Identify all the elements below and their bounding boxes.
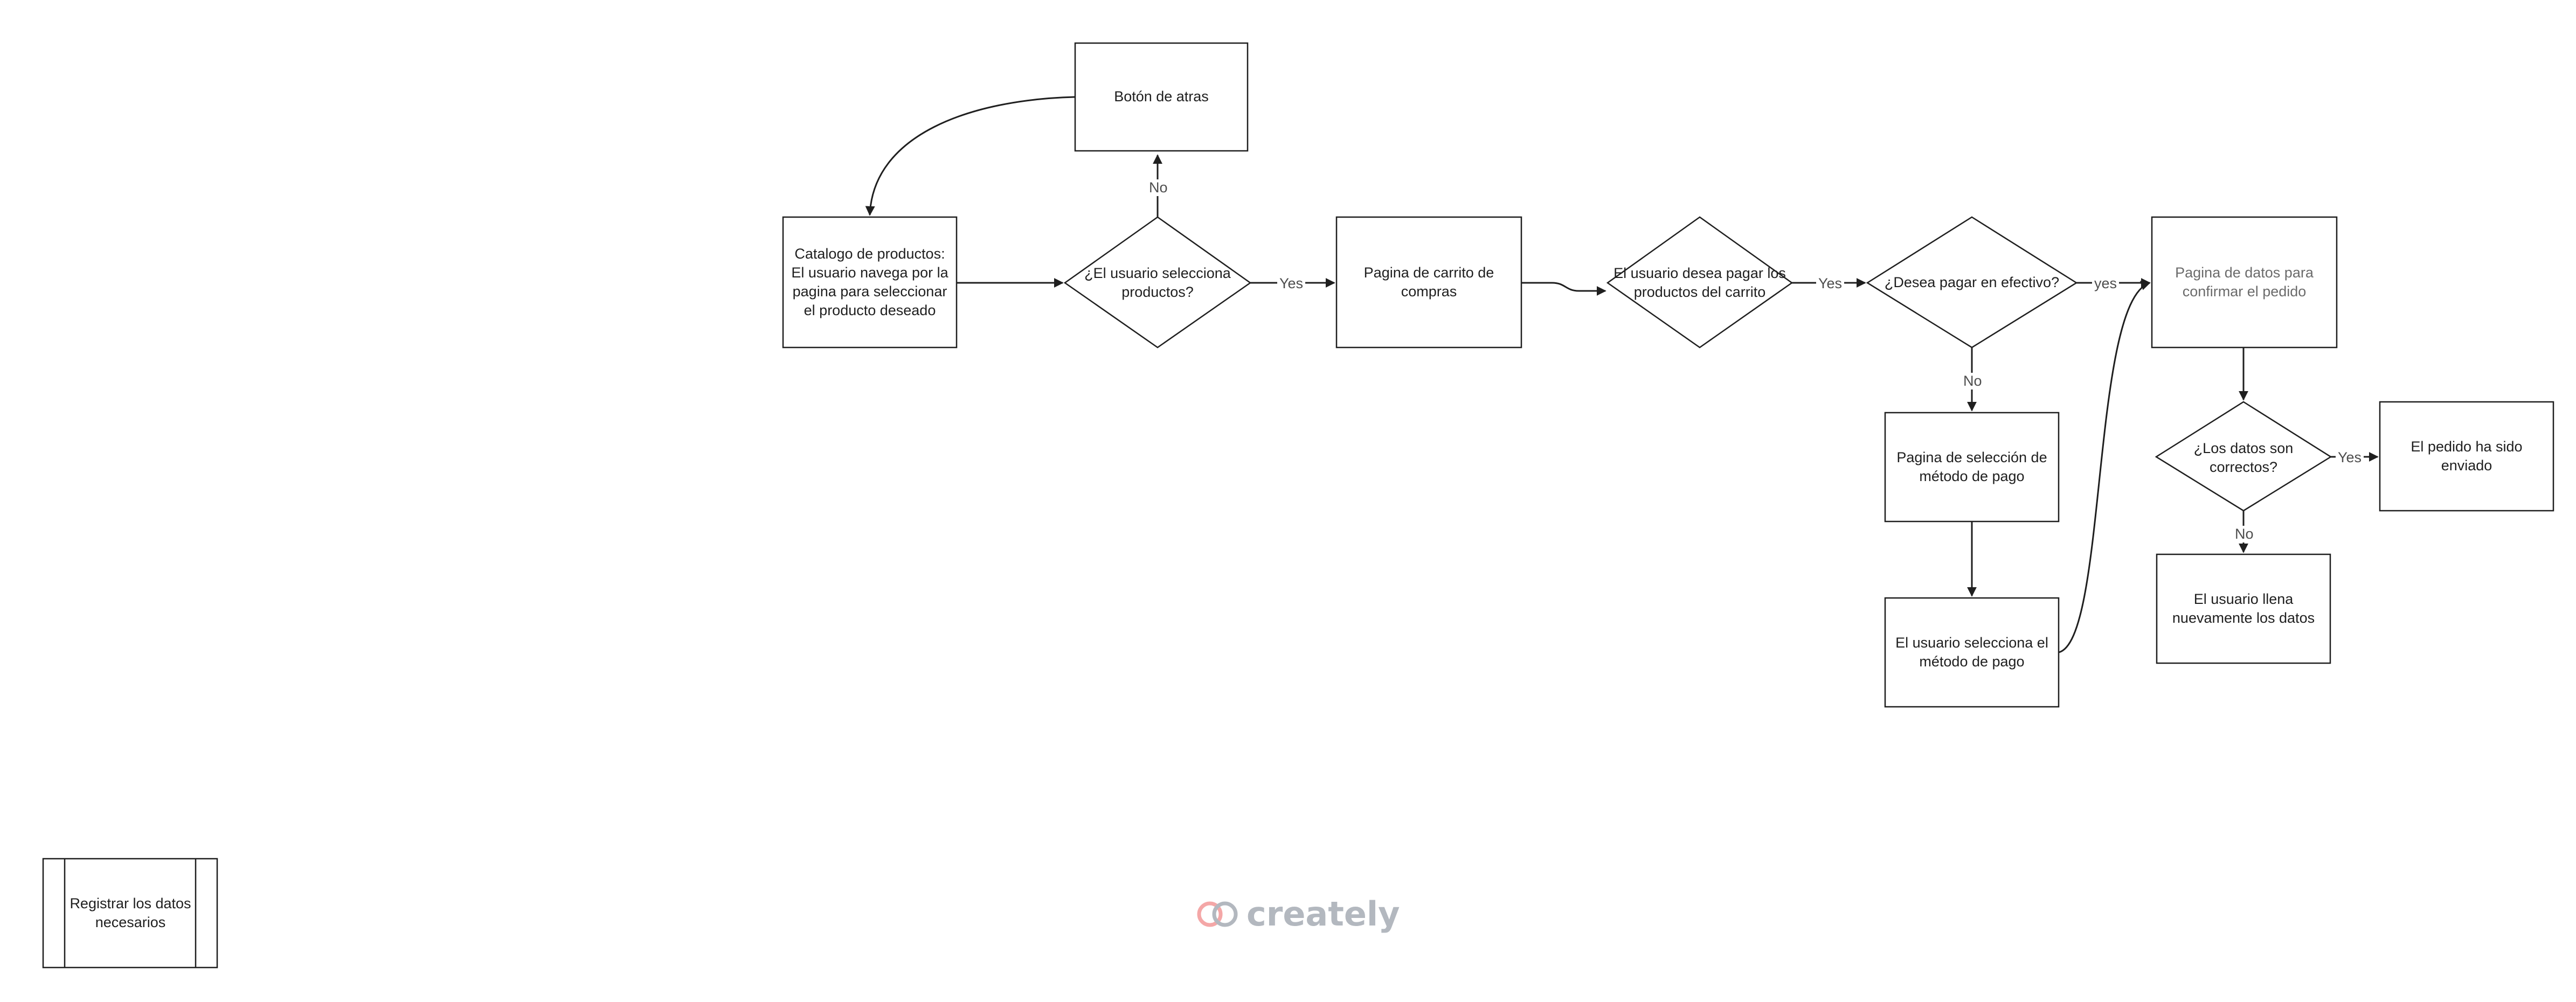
edge-label-yes-cash: yes	[2092, 275, 2120, 292]
edge-label-yes-cart: Yes	[1277, 275, 1306, 292]
edge-label-no-cash: No	[1961, 373, 1984, 389]
data-correct-label: ¿Los datos son correctos?	[2193, 440, 2294, 475]
back-button-box[interactable]	[1074, 42, 1249, 152]
creately-wordmark: creately	[1247, 894, 1400, 934]
pay-cash-label: ¿Desea pagar en efectivo?	[1884, 274, 2060, 291]
catalog-label: Catalogo de productos: El usuario navega…	[791, 245, 948, 319]
selects-products-diamond[interactable]	[1063, 216, 1252, 349]
edge-label-no-refill: No	[2233, 526, 2256, 542]
order-sent-box[interactable]	[2379, 401, 2554, 512]
selects-products-label: ¿El usuario selecciona productos?	[1084, 265, 1231, 300]
cart-page-box[interactable]	[1335, 216, 1522, 349]
wants-to-pay-diamond[interactable]	[1606, 216, 1793, 349]
register-data-label: Registrar los datos necesarios	[70, 895, 191, 930]
payment-method-page-box[interactable]	[1884, 412, 2060, 523]
confirm-page-label: Pagina de datos para confirmar el pedido	[2175, 264, 2314, 300]
confirm-page-box[interactable]	[2151, 216, 2338, 349]
creately-watermark: creately	[1194, 894, 1400, 934]
wants-to-pay-label: El usuario desea pagar los productos del…	[1614, 265, 1786, 300]
edge-cart-to-pay	[1521, 282, 1606, 296]
edge-label-no-back: No	[1147, 179, 1170, 196]
edge-select-to-confirm	[2058, 281, 2151, 653]
refill-data-label: El usuario llena nuevamente los datos	[2172, 590, 2315, 626]
selects-payment-box[interactable]	[1884, 597, 2060, 708]
catalog-box[interactable]	[782, 216, 958, 349]
selects-payment-label: El usuario selecciona el método de pago	[1895, 634, 2048, 670]
refill-data-box[interactable]	[2156, 553, 2331, 664]
cart-page-label: Pagina de carrito de compras	[1363, 264, 1494, 300]
back-button-label: Botón de atras	[1114, 88, 1209, 105]
order-sent-label: El pedido ha sido enviado	[2411, 438, 2523, 474]
edge-back-to-catalog	[865, 96, 1076, 216]
edge-label-yes-pay: Yes	[1816, 275, 1845, 292]
creately-logo-icon	[1197, 901, 1238, 927]
payment-method-page-label: Pagina de selección de método de pago	[1896, 449, 2047, 484]
register-data-box[interactable]	[42, 858, 218, 969]
edge-label-yes-sent: Yes	[2336, 449, 2364, 466]
